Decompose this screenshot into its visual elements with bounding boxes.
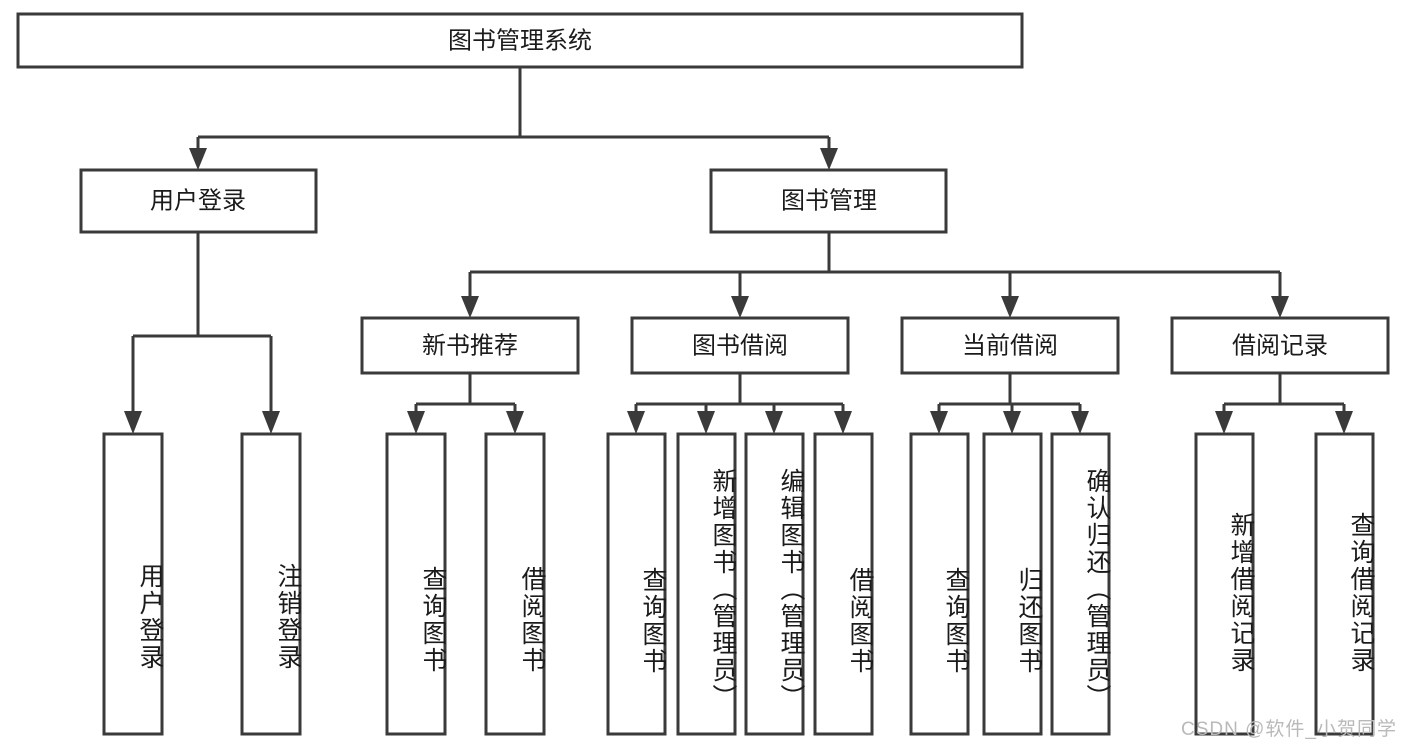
node-book-manage[interactable]: 图书管理 (709, 168, 948, 234)
node-book-manage-box[interactable] (709, 168, 948, 234)
arrow-head-leaf-add-book-admin (697, 411, 715, 434)
arrow-head-book-manage (820, 148, 838, 170)
csdn-watermark: CSDN @软件_小贺同学 (1181, 719, 1397, 740)
node-root-box[interactable] (16, 12, 1024, 69)
node-borrow-record[interactable]: 借阅记录 (1170, 316, 1390, 375)
node-current-borrow-label: 当前借阅 (962, 332, 1058, 359)
node-leaf-add-borrow-record-box[interactable] (1194, 432, 1255, 736)
node-user-login[interactable]: 用户登录 (79, 168, 318, 234)
node-user-login-label: 用户登录 (150, 187, 246, 214)
node-leaf-add-book-admin-box[interactable] (676, 432, 737, 736)
arrow-head-leaf-query-borrow-record (1335, 411, 1353, 434)
arrow-head-leaf-query-book-current (930, 411, 948, 434)
arrow-head-book-borrow (731, 296, 749, 318)
node-leaf-query-book-current-box[interactable] (909, 432, 970, 736)
arrow-head-leaf-return-book (1003, 411, 1021, 434)
arrow-head-leaf-add-borrow-record (1215, 411, 1233, 434)
arrow-head-current-borrow (1001, 296, 1019, 318)
node-root-label: 图书管理系统 (448, 27, 592, 54)
node-leaf-user-login-box[interactable] (102, 432, 164, 736)
node-book-borrow-box[interactable] (630, 316, 850, 375)
node-leaf-query-book-recommend-box[interactable] (385, 432, 447, 736)
node-leaf-borrow-book-box[interactable] (813, 432, 874, 736)
node-root[interactable]: 图书管理系统 (16, 12, 1024, 69)
node-layer: 图书管理系统 用户登录 图书管理 新书推荐 图书借阅 (16, 12, 1390, 736)
node-new-book-recommend-box[interactable] (360, 316, 580, 375)
node-leaf-borrow-book-recommend-box[interactable] (484, 432, 546, 736)
arrow-head-leaf-query-book-borrow (627, 411, 645, 434)
arrow-head-leaf-borrow-book-recommend (506, 411, 524, 434)
node-leaf-query-book-borrow-box[interactable] (606, 432, 667, 736)
arrow-head-leaf-query-book-recommend (407, 411, 425, 434)
node-leaf-confirm-return-admin-box[interactable] (1050, 432, 1111, 736)
arrow-head-borrow-record (1271, 296, 1289, 318)
node-current-borrow[interactable]: 当前借阅 (900, 316, 1120, 375)
node-new-book-recommend[interactable]: 新书推荐 (360, 316, 580, 375)
connector-layer (124, 67, 1353, 434)
arrow-head-leaf-edit-book-admin (765, 411, 783, 434)
node-user-login-box[interactable] (79, 168, 318, 234)
arrow-head-leaf-user-login (124, 411, 142, 434)
node-leaf-edit-book-admin-box[interactable] (744, 432, 805, 736)
node-book-borrow[interactable]: 图书借阅 (630, 316, 850, 375)
arrow-head-new-book-recommend (461, 296, 479, 318)
arrow-head-leaf-borrow-book (834, 411, 852, 434)
arrow-head-leaf-confirm-return-admin (1071, 411, 1089, 434)
node-book-manage-label: 图书管理 (781, 187, 877, 214)
node-leaf-logout-login-box[interactable] (240, 432, 302, 736)
arrow-head-user-login (189, 148, 207, 170)
node-book-borrow-label: 图书借阅 (692, 332, 788, 359)
node-new-book-recommend-label: 新书推荐 (422, 332, 518, 359)
node-borrow-record-label: 借阅记录 (1232, 332, 1328, 359)
node-borrow-record-box[interactable] (1170, 316, 1390, 375)
node-current-borrow-box[interactable] (900, 316, 1120, 375)
arrow-head-leaf-logout-login (262, 411, 280, 434)
node-leaf-query-borrow-record-box[interactable] (1314, 432, 1375, 736)
node-leaf-return-book-box[interactable] (982, 432, 1043, 736)
